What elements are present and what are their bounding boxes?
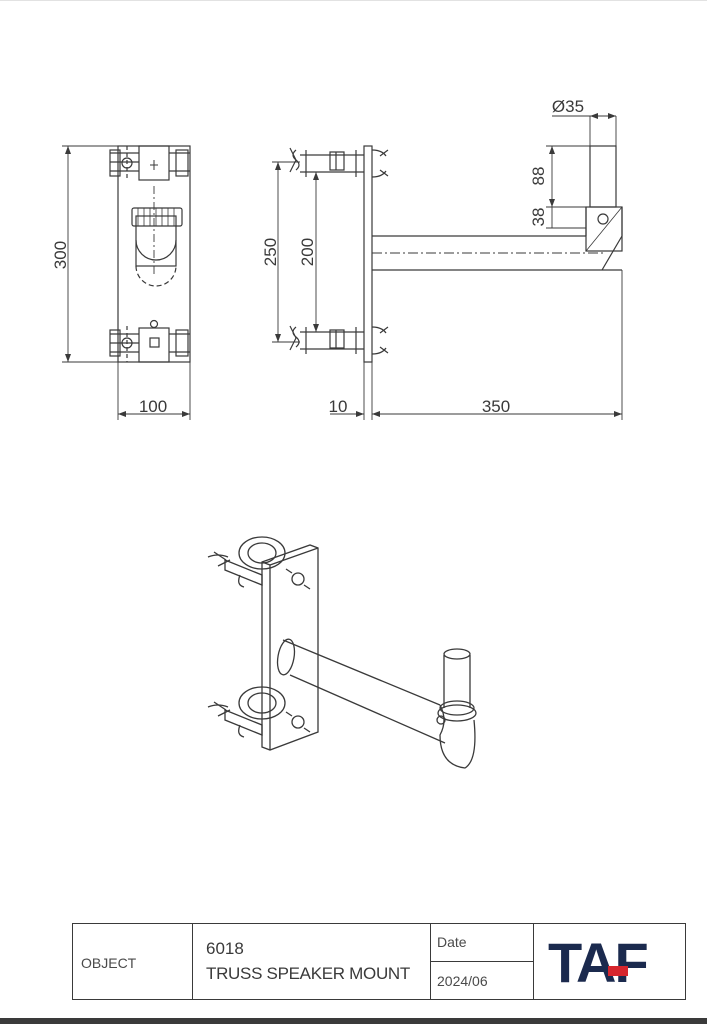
product-code: 6018	[206, 939, 244, 958]
dim-clamp-spacing: 250	[261, 238, 280, 266]
title-block: OBJECT 6018 TRUSS SPEAKER MOUNT Date 202…	[72, 923, 686, 1000]
product-name: TRUSS SPEAKER MOUNT	[206, 964, 410, 983]
logo-text: TAF	[548, 938, 647, 984]
object-cell: OBJECT	[73, 924, 193, 999]
side-mount-plate	[363, 145, 373, 363]
dim-front-height: 300	[51, 241, 70, 269]
page-bottom-bar	[0, 1018, 707, 1024]
side-view	[272, 113, 623, 420]
taf-logo: TAF	[548, 938, 649, 984]
side-pole	[589, 145, 617, 208]
iso-mount-plate	[261, 544, 319, 751]
date-cell: Date 2024/06	[431, 924, 534, 999]
description-cell: 6018 TRUSS SPEAKER MOUNT	[193, 924, 431, 999]
date-value: 2024/06	[437, 973, 488, 989]
date-header: Date	[431, 924, 533, 962]
iso-top-clamp	[238, 536, 286, 570]
dim-pole-offset: 38	[529, 208, 548, 227]
page-top-border	[0, 0, 707, 1]
front-bottom-clamp	[138, 327, 170, 363]
dim-arm-length: 350	[482, 397, 510, 416]
object-label: OBJECT	[81, 955, 137, 971]
isometric-view	[207, 536, 477, 769]
dim-clamp-inner: 200	[298, 238, 317, 266]
iso-elbow	[439, 704, 476, 769]
dim-pole-height: 88	[529, 167, 548, 186]
front-top-clamp	[138, 145, 170, 181]
iso-arm-tube	[282, 639, 446, 744]
iso-pole	[443, 655, 471, 708]
logo-accent	[608, 966, 628, 976]
date-label: Date	[437, 934, 467, 950]
iso-bottom-clamp	[238, 686, 286, 720]
dim-front-width: 100	[139, 397, 167, 416]
logo-cell: TAF	[534, 924, 685, 999]
dim-pole-diameter: Ø35	[552, 97, 584, 116]
dim-plate-thickness: 10	[329, 397, 348, 416]
front-view	[62, 145, 191, 420]
side-arm	[372, 207, 623, 271]
